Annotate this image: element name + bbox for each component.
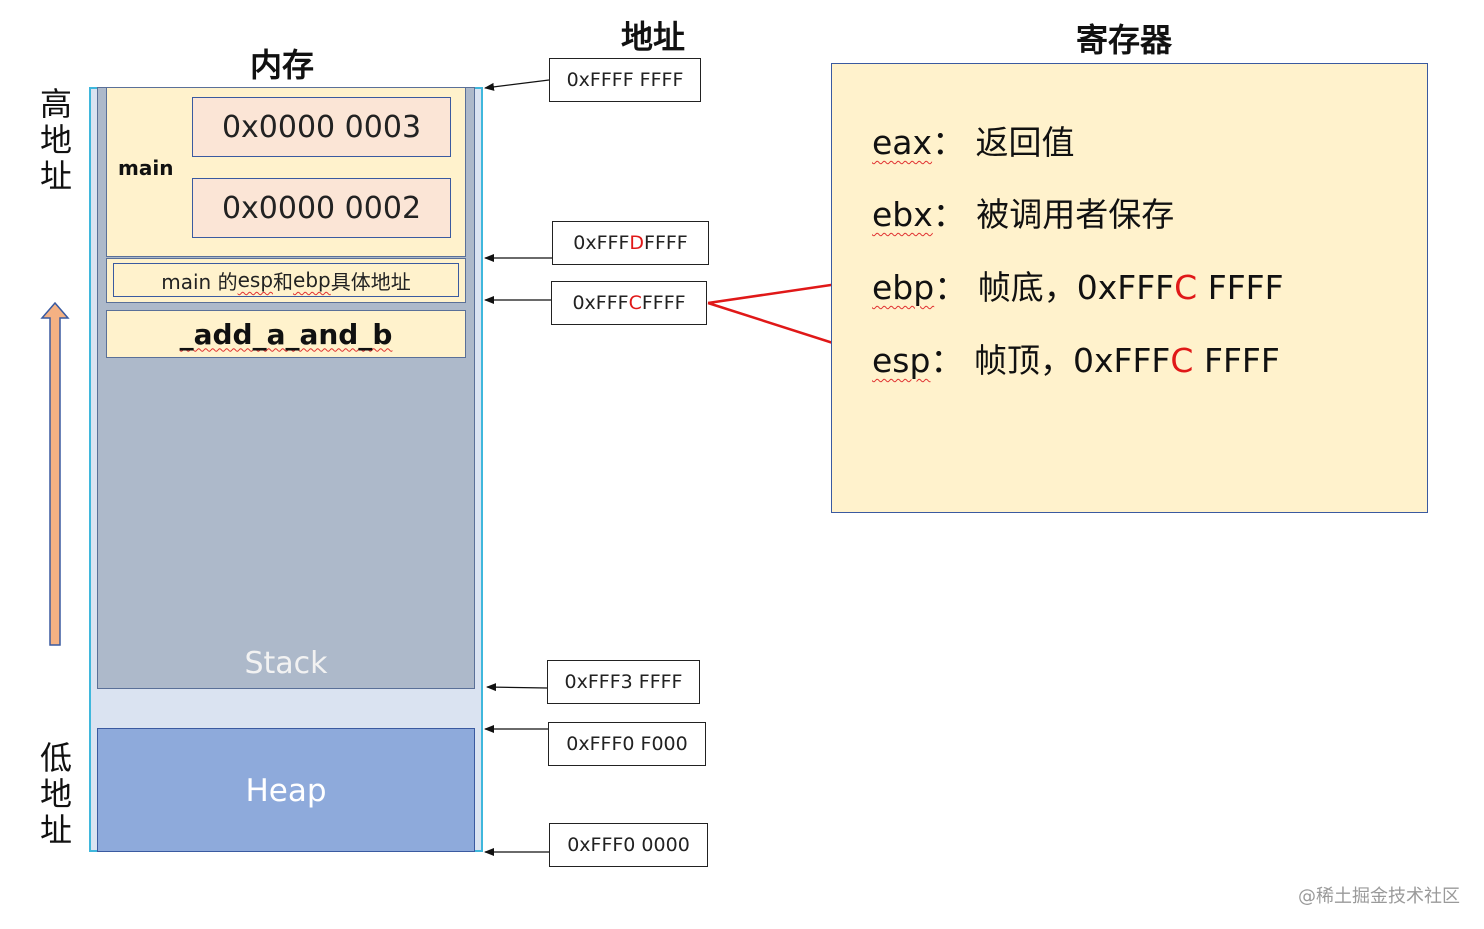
register-ebx: ebx： 被调用者保存: [872, 195, 1175, 234]
register-esp: esp： 帧顶，0xFFFC FFFF: [872, 341, 1280, 380]
main-value-1: 0x0000 0003: [192, 97, 451, 157]
watermark: @稀土掘金技术社区: [1298, 886, 1460, 907]
function-frame: _add_a_and_b: [106, 310, 466, 358]
stack-label: Stack: [244, 646, 328, 681]
memory-title: 内存: [250, 46, 315, 84]
address-box-heap-bottom: 0xFFF0 0000: [549, 823, 708, 867]
main-stack-frame: main 0x0000 0003 0x0000 0002: [106, 87, 466, 257]
main-value-2: 0x0000 0002: [192, 178, 451, 238]
address-box-top: 0xFFFF FFFF: [549, 58, 701, 102]
high-address-label: 高 地 址: [39, 85, 72, 195]
registers-panel: eax： 返回值 ebx： 被调用者保存 ebp： 帧底，0xFFFC FFFF…: [831, 63, 1428, 513]
address-box-stack-bottom: 0xFFF3 FFFF: [547, 660, 700, 704]
heap-region: Heap: [97, 728, 475, 852]
function-frame-label: _add_a_and_b: [179, 317, 393, 351]
low-address-label: 低 地 址: [39, 739, 72, 849]
arrow-stack-bottom: [486, 683, 548, 692]
growth-arrow-icon: [40, 301, 70, 646]
main-label: main: [118, 156, 174, 180]
saved-registers-label: main 的 esp 和 ebp 具体地址: [113, 263, 459, 297]
saved-registers-frame: main 的 esp 和 ebp 具体地址: [106, 258, 466, 303]
registers-title: 寄存器: [1076, 21, 1173, 59]
address-title: 地址: [621, 18, 686, 56]
address-box-heap-top: 0xFFF0 F000: [548, 722, 706, 766]
heap-label: Heap: [245, 773, 327, 809]
arrow-top: [484, 79, 550, 91]
register-ebp: ebp： 帧底，0xFFFC FFFF: [872, 268, 1284, 307]
register-eax: eax： 返回值: [872, 123, 1075, 162]
